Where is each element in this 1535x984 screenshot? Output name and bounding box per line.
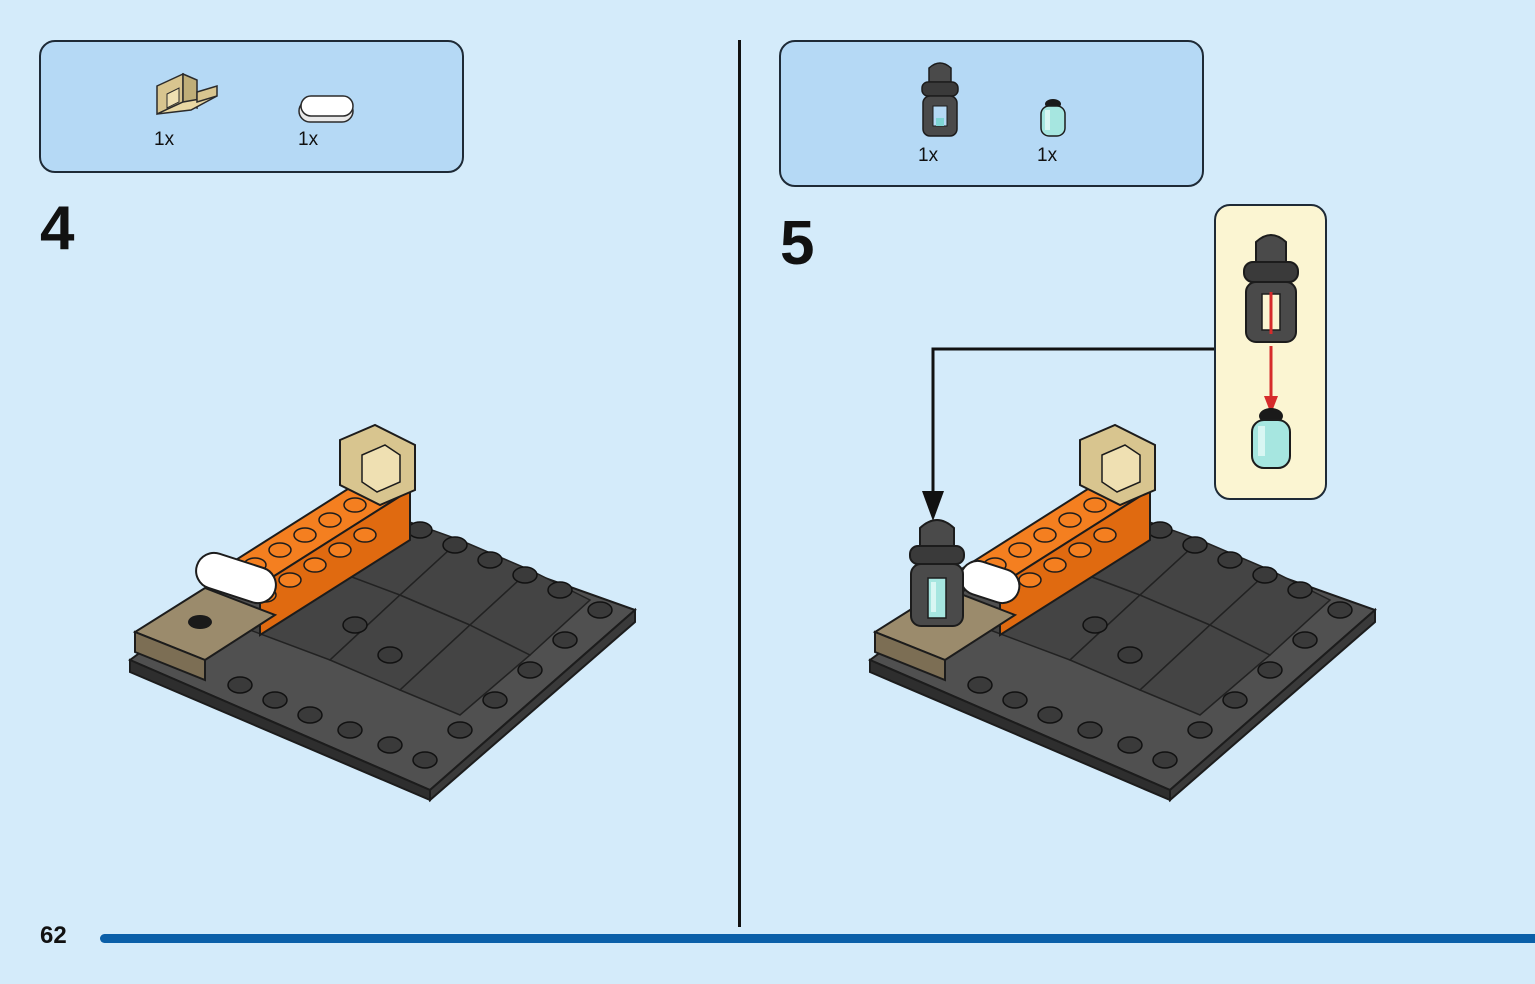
trans-light-blue-round-brick-icon bbox=[1251, 408, 1291, 469]
part-qty: 1x bbox=[1037, 145, 1058, 166]
lantern-icon bbox=[921, 62, 959, 137]
trans-light-blue-round-brick-icon bbox=[1040, 99, 1066, 137]
step-number: 5 bbox=[780, 209, 815, 278]
parts-list-step-5: 1x 1x bbox=[779, 40, 1204, 187]
lantern-icon bbox=[1243, 234, 1299, 343]
part-qty: 1x bbox=[918, 145, 939, 166]
part-qty: 1x bbox=[298, 129, 319, 150]
callout-pointer bbox=[922, 347, 1214, 521]
sub-assembly-callout bbox=[1214, 204, 1327, 500]
footer-accent-line bbox=[100, 934, 1535, 943]
insert-arrow-icon bbox=[1264, 346, 1278, 414]
step-divider bbox=[738, 40, 741, 927]
white-tile-icon bbox=[298, 95, 354, 123]
step-4-model-illustration bbox=[128, 423, 637, 803]
step-number: 4 bbox=[40, 194, 75, 263]
parts-list-step-4: 1x 1x bbox=[39, 40, 464, 173]
step-5-model-illustration bbox=[868, 423, 1377, 803]
part-qty: 1x bbox=[154, 129, 175, 150]
page-number: 62 bbox=[40, 922, 67, 949]
tan-bracket-brick-icon bbox=[156, 72, 218, 116]
